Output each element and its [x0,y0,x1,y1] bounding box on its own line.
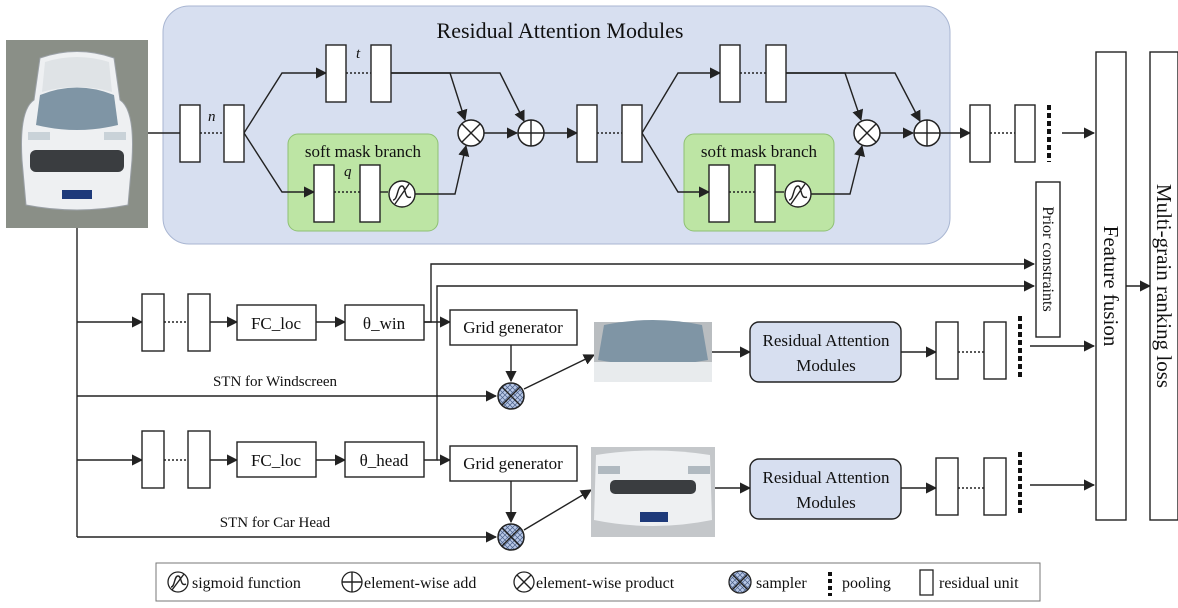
feature-fusion-box [1095,51,1127,521]
prior-constraints-label: Prior constraints [1039,206,1056,311]
windscreen-crop-image [594,320,712,382]
residual-unit [765,44,787,103]
residual-unit [223,104,245,163]
residual-unit [969,104,991,163]
residual-unit [359,164,381,223]
residual-unit [983,457,1007,516]
ranking-loss-label: Multi-grain ranking loss [1152,184,1176,388]
legend-product-label: element-wise product [536,575,675,592]
legend-residual-label: residual unit [939,575,1019,592]
label-t: t [356,46,361,62]
theta-head-label: θ_head [360,451,409,470]
soft-mask-label-1: soft mask branch [305,142,422,161]
residual-unit [621,104,643,163]
ram-car-head-line1: Residual Attention [762,468,890,487]
residual-unit [187,430,211,489]
sampler-icon [497,382,525,410]
stn-car-head-label: STN for Car Head [220,515,331,531]
residual-unit [935,457,959,516]
legend-add-label: element-wise add [364,575,476,592]
legend: sigmoid function element-wise add elemen… [155,562,1041,602]
sampler-icon [497,523,525,551]
legend-sampler-icon [728,570,752,594]
residual-unit [708,164,730,223]
element-wise-add-icon [913,119,941,147]
residual-unit [983,321,1007,380]
label-n: n [208,109,216,125]
residual-unit [141,430,165,489]
residual-unit [754,164,776,223]
residual-unit [935,321,959,380]
stn-windscreen-label: STN for Windscreen [213,374,338,390]
ram-car-head-box [749,458,902,520]
ram-windscreen-line1: Residual Attention [762,331,890,350]
feature-fusion-label: Feature fusion [1099,226,1123,347]
legend-sigmoid-label: sigmoid function [192,575,301,592]
car-head-crop-image [591,447,715,537]
legend-residual-icon [919,569,934,596]
residual-unit [187,293,211,352]
attention-module-title: Residual Attention Modules [437,18,684,43]
legend-sampler-label: sampler [756,575,807,592]
input-car-image [6,40,148,228]
fc-loc-label-1: FC_loc [251,314,302,333]
grid-generator-box-1 [449,309,578,346]
ram-car-head-line2: Modules [796,493,856,512]
residual-unit [313,164,335,223]
sigmoid-icon [388,180,416,208]
legend-sigmoid-icon [167,571,189,593]
label-q: q [344,164,352,180]
element-wise-product-icon [457,119,485,147]
theta-win-box [344,304,425,341]
ram-windscreen-line2: Modules [796,356,856,375]
element-wise-add-icon [517,119,545,147]
theta-win-label: θ_win [363,314,406,333]
grid-generator-label-2: Grid generator [463,454,563,473]
theta-head-box [344,441,425,478]
soft-mask-label-2: soft mask branch [701,142,818,161]
legend-add-icon [341,571,363,593]
legend-product-icon [513,571,535,593]
residual-unit [576,104,598,163]
residual-unit [179,104,201,163]
grid-generator-label-1: Grid generator [463,318,563,337]
residual-unit [325,44,347,103]
element-wise-product-icon [853,119,881,147]
residual-unit [141,293,165,352]
sigmoid-icon [784,180,812,208]
prior-constraints-box [1035,181,1061,338]
residual-unit [719,44,741,103]
grid-generator-box-2 [449,445,578,482]
ranking-loss-box [1149,51,1178,521]
legend-pooling-label: pooling [842,575,891,592]
fc-loc-label-2: FC_loc [251,451,302,470]
fc-loc-box-1 [236,304,317,341]
residual-unit [1014,104,1036,163]
residual-unit [370,44,392,103]
